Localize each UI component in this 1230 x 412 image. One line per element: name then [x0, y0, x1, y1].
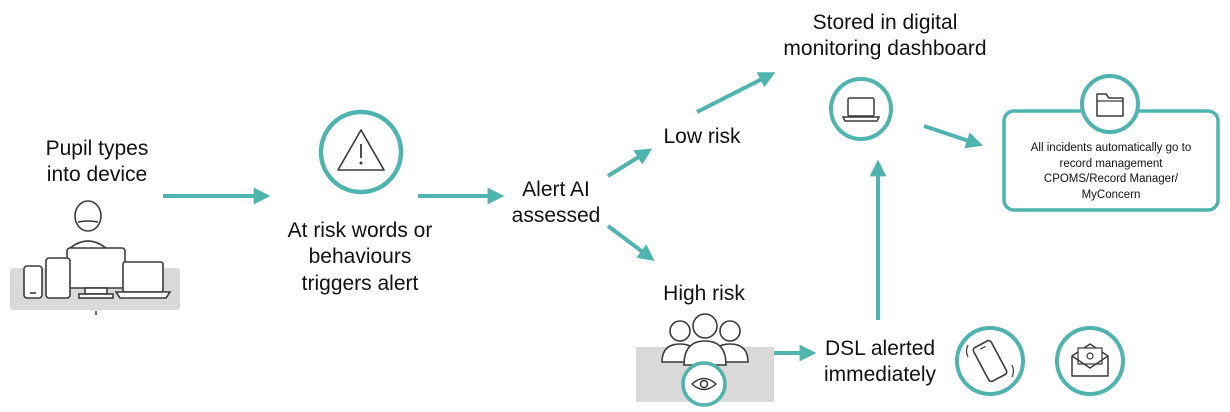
- low-risk-label: Low risk: [663, 125, 741, 148]
- ai-label: Alert AI assessed: [511, 178, 601, 228]
- arrow-ai-to-high: [606, 224, 655, 262]
- arrow-low-to-dashboard: [696, 72, 776, 114]
- phone-icon: [955, 326, 1025, 396]
- pupil-devices-icon: [10, 200, 180, 315]
- folder-icon: [1080, 74, 1140, 134]
- dashboard-label: Stored in digital monitoring dashboard: [783, 11, 987, 61]
- arrow-ai-to-low: [606, 148, 653, 178]
- email-icon: [1055, 326, 1125, 396]
- high-risk-label: High risk: [663, 282, 745, 305]
- dsl-label: DSL alerted immediately: [823, 337, 937, 387]
- arrow-dashboard-to-records: [923, 124, 983, 149]
- records-label: All incidents automatically go to record…: [1030, 142, 1192, 201]
- alert-label: At risk words or behaviours triggers ale…: [287, 219, 433, 295]
- pupil-label: Pupil types into device: [45, 137, 149, 187]
- laptop-icon: [829, 77, 893, 141]
- group-eye-icon: [636, 313, 774, 407]
- warning-icon: [318, 109, 404, 195]
